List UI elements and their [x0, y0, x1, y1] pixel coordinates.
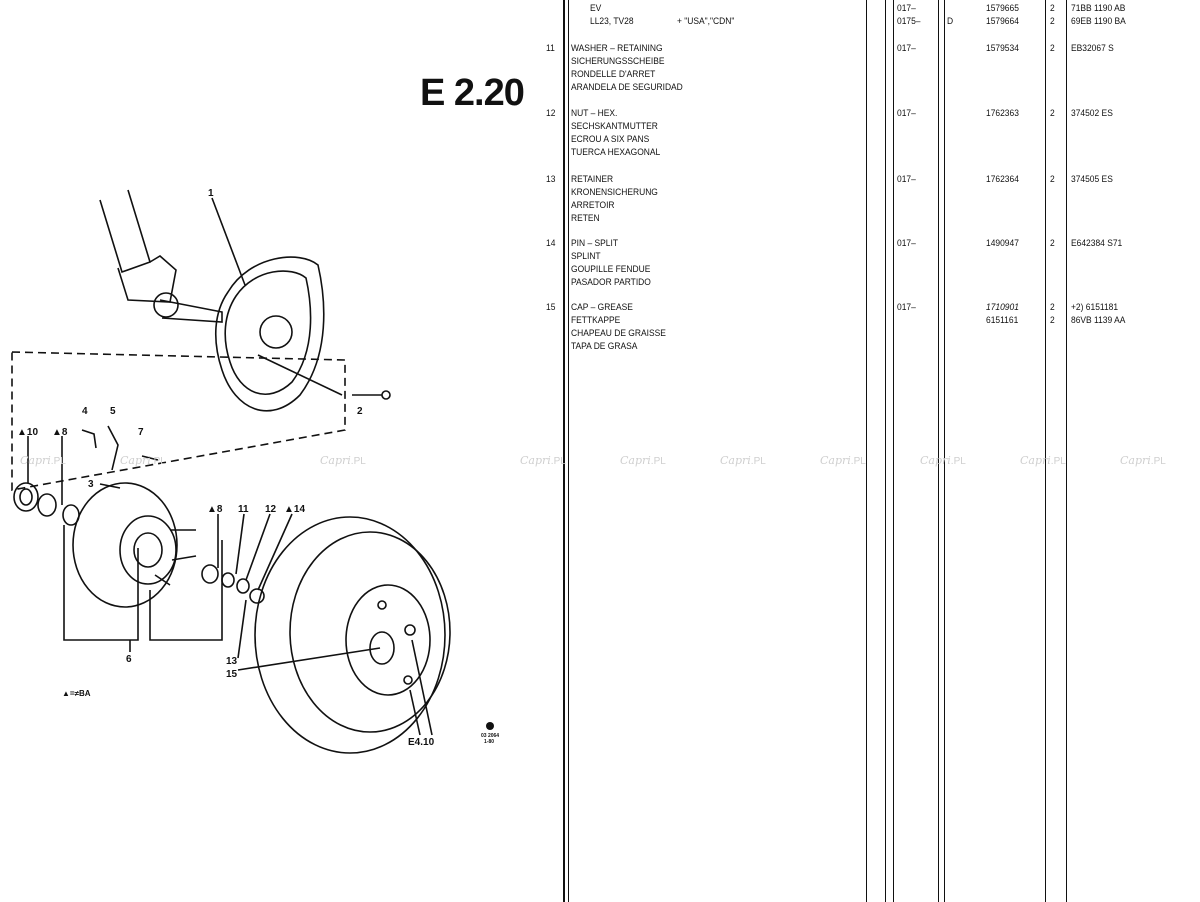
legend-text: ▲=≠BA [62, 689, 91, 698]
backing-plate [214, 256, 325, 412]
callout-e410: E4.10 [408, 737, 435, 748]
exploded-diagram: E 2.20 [0, 0, 560, 902]
callout-1: 1 [208, 188, 214, 199]
table-rule [568, 0, 569, 902]
strut [99, 189, 151, 274]
callout-2: 2 [357, 406, 363, 417]
figure-code: E 2.20 [420, 72, 525, 114]
watermark: Capri.PL [120, 454, 166, 467]
watermark: Capri.PL [320, 454, 366, 467]
watermark: Capri.PL [520, 454, 566, 467]
table-rule [866, 0, 867, 902]
callout-5: 5 [110, 406, 116, 417]
table-rule [1066, 0, 1067, 902]
callout-13: 13 [226, 656, 238, 667]
watermark: Capri.PL [1120, 454, 1166, 467]
callout-11: 11 [238, 504, 249, 515]
watermark: Capri.PL [920, 454, 966, 467]
table-rule [938, 0, 939, 902]
callout-8a: ▲8 [52, 427, 68, 438]
callout-15: 15 [226, 669, 238, 680]
table-rule [885, 0, 886, 902]
table-rule [944, 0, 945, 902]
table-rule [1045, 0, 1046, 902]
callout-7: 7 [138, 427, 144, 438]
callout-14: ▲14 [284, 504, 305, 515]
watermark: Capri.PL [620, 454, 666, 467]
dashed-group-frame [11, 351, 346, 491]
callout-3: 3 [88, 479, 94, 490]
callout-10: ▲10 [17, 427, 38, 438]
stamp-code: 03 2064 [481, 733, 499, 739]
callout-8b: ▲8 [207, 504, 223, 515]
table-rule [563, 0, 565, 902]
brake-disc [72, 482, 178, 608]
wheel-rim [254, 516, 446, 754]
watermark: Capri.PL [720, 454, 766, 467]
watermark: Capri.PL [1020, 454, 1066, 467]
stamp-sub: 1-80 [484, 739, 494, 745]
watermark: Capri.PL [820, 454, 866, 467]
watermark: Capri.PL [20, 454, 66, 467]
callout-12: 12 [265, 504, 277, 515]
hub-assembly-drawing: 1 2 3 4 5 6 7 ▲8 ▲8 ▲10 11 12 13 ▲14 15 … [11, 188, 499, 754]
callout-4: 4 [82, 406, 88, 417]
table-rule [893, 0, 894, 902]
stamp-dot-icon [486, 722, 494, 730]
callout-6: 6 [126, 654, 132, 665]
